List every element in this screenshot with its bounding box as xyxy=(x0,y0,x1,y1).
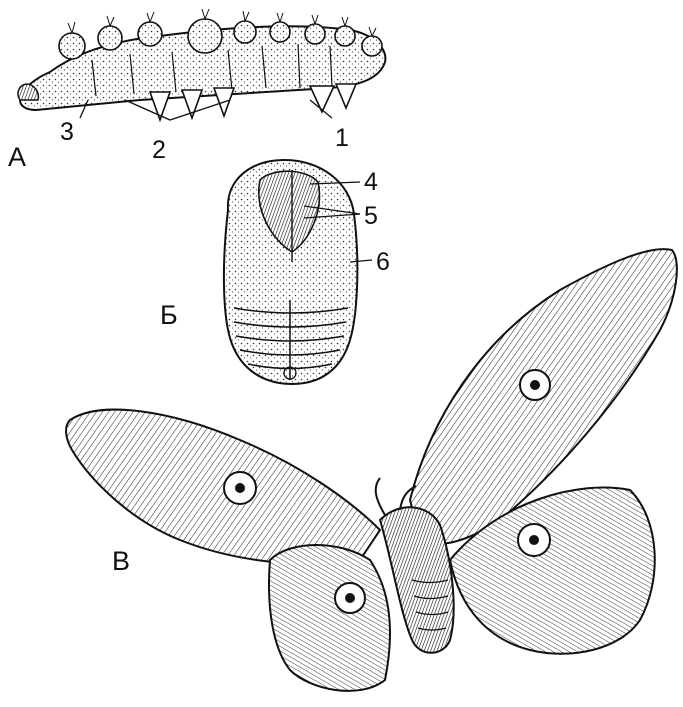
callout-1: 1 xyxy=(335,124,349,152)
caterpillar-illustration xyxy=(18,9,385,120)
callout-6: 6 xyxy=(376,248,390,276)
moth-illustration xyxy=(66,249,677,691)
callout-2: 2 xyxy=(152,136,166,164)
panel-label-moth: В xyxy=(112,546,130,576)
callout-4: 4 xyxy=(364,168,378,196)
pupa-illustration xyxy=(224,160,357,384)
callout-3: 3 xyxy=(60,118,74,146)
callout-5: 5 xyxy=(364,202,378,230)
panel-label-caterpillar: А xyxy=(8,142,26,172)
panel-label-pupa: Б xyxy=(160,300,178,330)
